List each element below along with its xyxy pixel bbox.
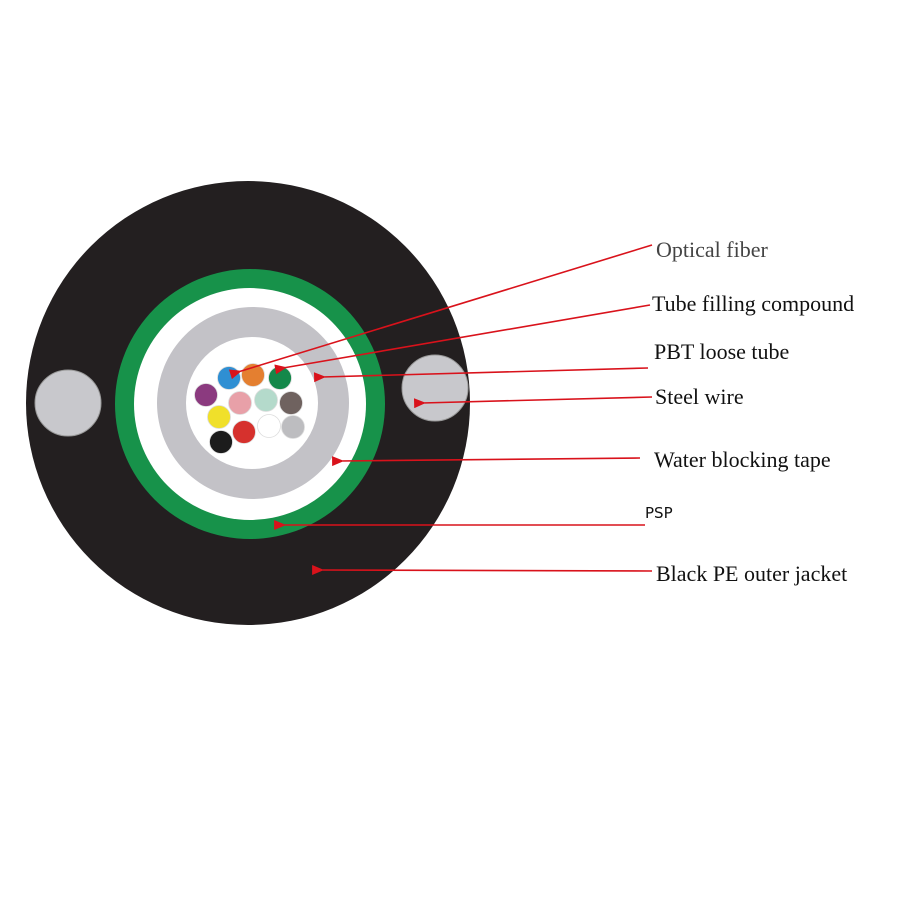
fiber (257, 414, 281, 438)
pointer-arrow (322, 367, 649, 377)
fiber (281, 415, 305, 439)
fiber (279, 391, 303, 415)
fiber (194, 383, 218, 407)
pointer-arrow (238, 244, 653, 372)
fiber (228, 391, 252, 415)
label-water-blocking-tape: Water blocking tape (654, 447, 831, 472)
pointer-arrow (422, 396, 653, 403)
optical-fibers (194, 363, 305, 454)
pointer-arrow (340, 458, 641, 461)
fiber (209, 430, 233, 454)
label-psp: PSP (645, 504, 673, 522)
steel-wire-left (34, 369, 102, 437)
fiber (217, 366, 241, 390)
label-steel-wire: Steel wire (655, 384, 744, 409)
pointer-arrow (283, 304, 651, 368)
label-black-pe-outer-jacket: Black PE outer jacket (656, 561, 847, 586)
steel-wire-right (401, 354, 469, 422)
label-tube-filling-compound: Tube filling compound (652, 291, 854, 316)
pointer-arrow (320, 570, 653, 571)
fiber (232, 420, 256, 444)
fiber (207, 405, 231, 429)
label-pbt-loose-tube: PBT loose tube (654, 339, 789, 364)
fiber (268, 366, 292, 390)
label-arrows (238, 244, 653, 571)
label-optical-fiber: Optical fiber (656, 237, 768, 262)
fiber (254, 388, 278, 412)
